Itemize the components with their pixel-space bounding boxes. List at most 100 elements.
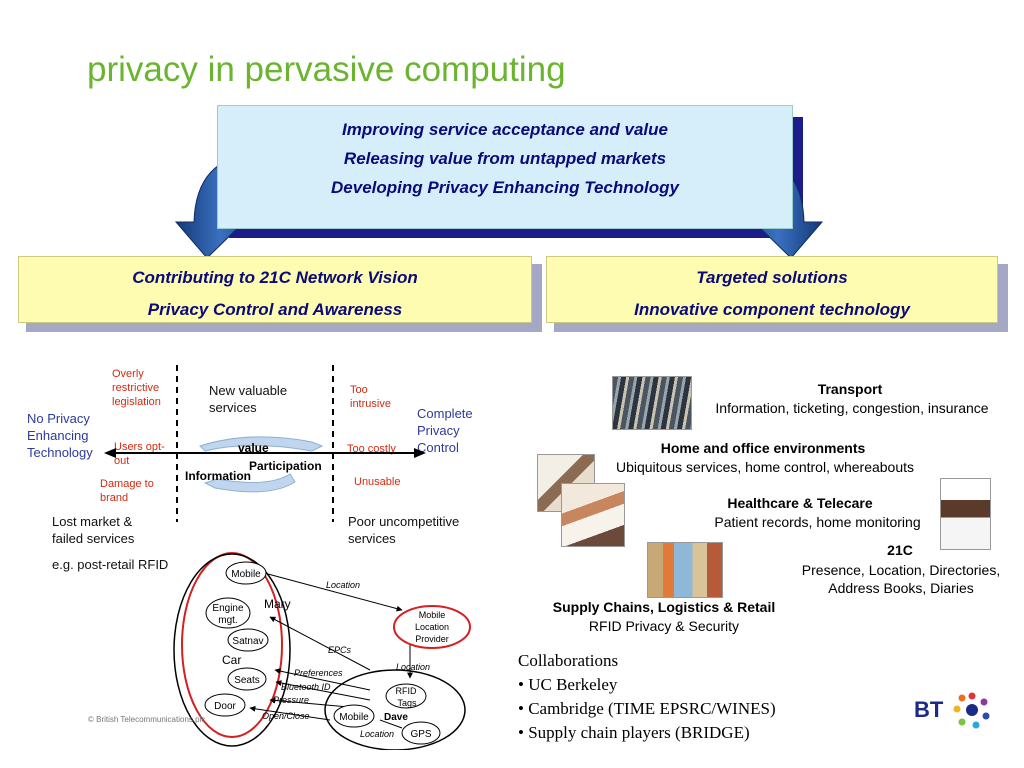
red-note-4-line-2: intrusive: [350, 398, 391, 410]
traffic-photo: [612, 376, 692, 430]
new-services-line-2: services: [209, 400, 257, 415]
top-box-panel: Improving service acceptance and value R…: [217, 105, 793, 229]
rfid-example-label: e.g. post-retail RFID: [52, 557, 169, 572]
bt-globe-icon: [953, 692, 990, 729]
cycle-word-value: value: [238, 441, 269, 455]
axis-right-arrowhead-icon: [414, 448, 426, 458]
node-mobile-dave-label: Mobile: [339, 712, 369, 723]
targeted-solutions-box: Targeted solutions Innovative component …: [546, 256, 1008, 332]
node-seats: [227, 667, 267, 691]
car-label: Car: [222, 653, 241, 667]
solution-health-title: Healthcare & Telecare: [727, 495, 873, 511]
complete-privacy-line-3: Control: [417, 440, 459, 455]
cycle-bottom-arrow-icon: [203, 473, 296, 493]
solution-supply-desc: RFID Privacy & Security: [588, 618, 740, 634]
solution-supply-title: Supply Chains, Logistics & Retail: [552, 599, 776, 615]
copyright-notice: © British Telecommunications plc: [88, 715, 206, 724]
node-seats-label: Seats: [234, 675, 260, 686]
node-gps: [401, 721, 441, 745]
unusable-note: Unusable: [354, 475, 400, 489]
cycle-word-information: Information: [185, 469, 251, 483]
complete-privacy-line-2: Privacy: [417, 423, 460, 438]
too-intrusive-note: Too intrusive: [350, 383, 391, 411]
label-epcs: EPCs: [328, 645, 352, 655]
no-privacy-line-3: Technology: [27, 445, 93, 460]
spectrum-graphic: [104, 365, 426, 522]
no-privacy-line-1: No Privacy: [27, 411, 90, 426]
left-box-line-1: Contributing to 21C Network Vision: [132, 268, 418, 287]
top-box-line-3: Developing Privacy Enhancing Technology: [331, 178, 679, 197]
label-location-2: Location: [396, 662, 430, 672]
right-box-line-2: Innovative component technology: [634, 300, 910, 319]
collaboration-item-1: • UC Berkeley: [518, 675, 618, 694]
arrow-open-close: [249, 705, 331, 721]
node-door-label: Door: [214, 701, 236, 712]
solution-21c-desc: Presence, Location, Directories,: [801, 562, 1001, 578]
complete-privacy-label: Complete Privacy Control: [417, 405, 473, 456]
collaboration-item-2: • Cambridge (TIME EPSRC/WINES): [518, 699, 776, 718]
arrow-location-3: [379, 719, 403, 729]
top-goals-box: Improving service acceptance and value R…: [217, 105, 803, 240]
node-mobile-mary-label: Mobile: [231, 569, 261, 580]
bt-logo: BT: [912, 690, 992, 730]
poor-services-label: Poor uncompetitive services: [348, 513, 459, 547]
right-box-line-1: Targeted solutions: [696, 268, 848, 287]
lost-market-label: Lost market & failed services: [52, 513, 134, 547]
network-vision-box: Contributing to 21C Network Vision Priva…: [18, 256, 543, 332]
mary-outer-ellipse: [173, 553, 291, 747]
node-engine-label-1: Engine: [212, 603, 244, 614]
mary-label: Mary: [264, 597, 291, 611]
users-opt-out-note: Users opt- out: [114, 440, 165, 468]
red-note-3-line-2: brand: [100, 492, 129, 504]
poor-services-line-2: services: [348, 531, 396, 546]
top-box-line-2: Releasing value from untapped markets: [343, 149, 667, 168]
page-title: privacy in pervasive computing: [87, 50, 566, 89]
collaboration-item-3: • Supply chain players (BRIDGE): [518, 723, 750, 742]
label-location-3: Location: [360, 729, 394, 739]
warehouse-photo: [647, 542, 723, 598]
lost-market-line-2: failed services: [52, 531, 135, 546]
no-privacy-line-2: Enhancing: [27, 428, 89, 443]
collaborations-heading: Collaborations: [518, 651, 619, 670]
node-mobile-mary: [225, 561, 267, 585]
node-rfid: [385, 683, 427, 709]
new-services-line-1: New valuable: [209, 383, 288, 398]
left-box-panel: Contributing to 21C Network Vision Priva…: [18, 256, 532, 323]
red-note-6-line-1: Unusable: [354, 476, 401, 488]
overly-restrictive-note: Overly restrictive legislation: [112, 367, 161, 409]
node-engine-label-2: mgt.: [218, 615, 237, 626]
doctor-photo: [940, 478, 991, 550]
node-satnav: [227, 628, 269, 652]
red-note-1-line-1: Overly: [112, 368, 144, 380]
solution-21c-desc-2: Address Books, Diaries: [828, 580, 974, 596]
bt-logo-text: BT: [914, 697, 944, 722]
node-rfid-label-1: RFID: [396, 686, 417, 696]
red-note-2-line-2: out: [114, 455, 130, 467]
red-note-1-line-2: restrictive: [112, 382, 160, 394]
arrow-epcs: [269, 616, 371, 671]
left-box-line-2: Privacy Control and Awareness: [147, 300, 403, 319]
label-location-1: Location: [326, 580, 360, 590]
home-photo: [561, 483, 625, 547]
red-note-1-line-3: legislation: [112, 396, 161, 408]
dave-ellipse: [324, 669, 466, 750]
axis-left-arrowhead-icon: [104, 448, 116, 458]
label-preferences: Preferences: [294, 668, 343, 678]
node-engine: [205, 597, 251, 629]
solution-home-desc: Ubiquitous services, home control, where…: [615, 459, 915, 475]
node-mlp-label-1: Mobile: [419, 610, 446, 620]
node-rfid-label-2: Tags: [397, 698, 417, 708]
arrow-preferences: [274, 668, 371, 691]
right-box-panel: Targeted solutions Innovative component …: [546, 256, 998, 323]
node-gps-label: GPS: [410, 729, 431, 740]
label-pressure: Pressure: [273, 695, 309, 705]
lost-market-line-1: Lost market &: [52, 514, 133, 529]
label-bluetooth: Bluetooth ID: [281, 682, 331, 692]
poor-services-line-1: Poor uncompetitive: [348, 514, 460, 529]
red-note-3-line-1: Damage to: [100, 478, 154, 490]
rfid-scenario-diagram: Mobile Engine mgt. Satnav Seats Door Mob…: [173, 552, 471, 750]
node-mobile-dave: [333, 704, 375, 728]
solution-health-desc: Patient records, home monitoring: [714, 514, 921, 530]
mary-ellipse: [181, 552, 283, 738]
node-mlp: [393, 605, 471, 649]
